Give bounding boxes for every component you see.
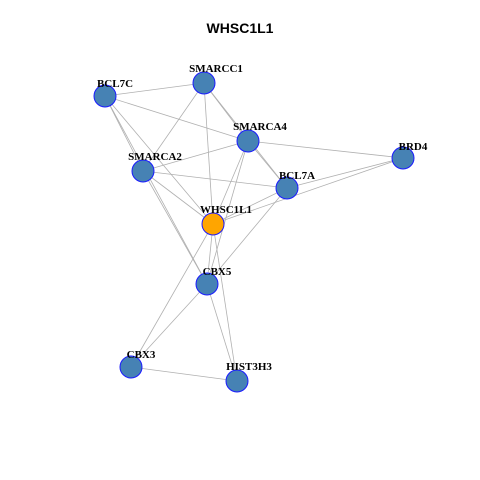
- node-circle-cbx5[interactable]: [195, 272, 219, 296]
- edge-smarca4-brd4: [247, 140, 404, 159]
- node-circle-smarca4[interactable]: [236, 129, 260, 153]
- edge-smarcc1-whsc1l1: [203, 82, 214, 225]
- edge-smarca2-whsc1l1: [142, 170, 214, 225]
- node-smarcc1[interactable]: SMARCC1: [189, 63, 243, 95]
- node-circle-bcl7c[interactable]: [93, 84, 117, 108]
- node-label-smarca2: SMARCA2: [128, 151, 182, 163]
- node-label-brd4: BRD4: [399, 141, 428, 153]
- edge-whsc1l1-hist3h3: [212, 223, 238, 382]
- node-smarca4[interactable]: SMARCA4: [233, 121, 287, 153]
- edge-smarca4-smarca2: [142, 140, 249, 172]
- edge-whsc1l1-cbx3: [130, 223, 214, 368]
- node-circle-whsc1l1[interactable]: [201, 212, 225, 236]
- node-whsc1l1[interactable]: WHSC1L1: [200, 204, 252, 236]
- edge-bcl7c-smarcc1: [104, 82, 205, 97]
- edge-bcl7c-whsc1l1: [104, 95, 214, 225]
- edge-bcl7c-cbx5: [104, 95, 208, 285]
- edge-smarca4-whsc1l1: [212, 140, 249, 225]
- node-label-smarcc1: SMARCC1: [189, 63, 243, 75]
- node-circle-cbx3[interactable]: [119, 355, 143, 379]
- node-bcl7a[interactable]: BCL7A: [275, 170, 315, 200]
- node-hist3h3[interactable]: HIST3H3: [225, 361, 272, 393]
- node-cbx5[interactable]: CBX5: [195, 266, 232, 296]
- edge-cbx5-hist3h3: [206, 283, 238, 382]
- node-circle-hist3h3[interactable]: [225, 369, 249, 393]
- edge-bcl7a-cbx5: [206, 187, 288, 285]
- node-label-bcl7a: BCL7A: [279, 170, 315, 182]
- edge-smarca2-bcl7a: [142, 170, 288, 189]
- edge-bcl7a-whsc1l1: [212, 187, 288, 225]
- node-circle-brd4[interactable]: [391, 146, 415, 170]
- edge-smarcc1-smarca2: [142, 82, 205, 172]
- edge-cbx3-hist3h3: [130, 366, 238, 382]
- edge-bcl7c-smarca4: [104, 95, 249, 142]
- node-circle-smarcc1[interactable]: [192, 71, 216, 95]
- node-brd4[interactable]: BRD4: [391, 141, 428, 170]
- node-label-smarca4: SMARCA4: [233, 121, 287, 133]
- node-label-whsc1l1: WHSC1L1: [200, 204, 252, 216]
- edge-cbx5-cbx3: [130, 283, 208, 368]
- edge-brd4-whsc1l1: [212, 157, 404, 225]
- node-circle-smarca2[interactable]: [131, 159, 155, 183]
- node-circle-bcl7a[interactable]: [275, 176, 299, 200]
- node-label-bcl7c: BCL7C: [97, 78, 133, 90]
- node-label-cbx3: CBX3: [127, 349, 156, 361]
- node-label-hist3h3: HIST3H3: [226, 361, 272, 373]
- edge-smarca2-cbx5: [142, 170, 208, 285]
- node-label-cbx5: CBX5: [203, 266, 232, 278]
- node-smarca2[interactable]: SMARCA2: [128, 151, 182, 183]
- diagram-title: WHSC1L1: [206, 20, 274, 36]
- node-bcl7c[interactable]: BCL7C: [93, 78, 133, 108]
- edge-smarca4-cbx5: [206, 140, 249, 285]
- node-cbx3[interactable]: CBX3: [119, 349, 156, 379]
- edge-bcl7a-brd4: [286, 157, 404, 189]
